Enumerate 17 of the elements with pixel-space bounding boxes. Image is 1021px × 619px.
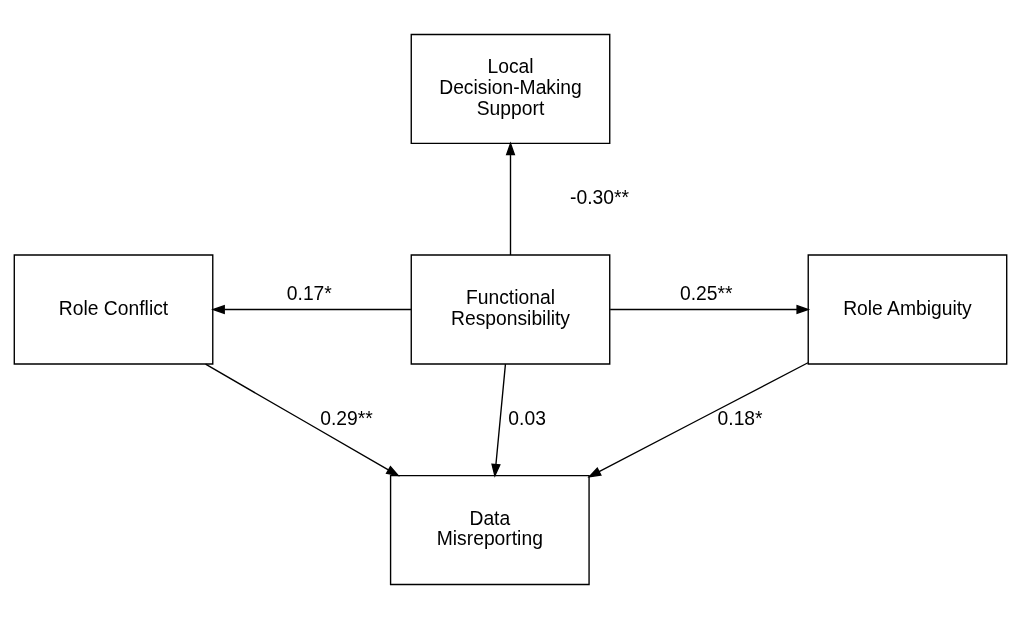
node-box: Role Ambiguity <box>807 254 1008 365</box>
node-box: Local Decision-Making Support <box>410 33 611 145</box>
edge-label: 0.18* <box>717 407 763 429</box>
edge-label: 0.25** <box>680 283 733 305</box>
arrow <box>204 363 400 477</box>
arrow <box>211 304 412 315</box>
edge-label: 0.29** <box>320 407 373 429</box>
edge-label: -0.30** <box>569 187 629 209</box>
edge-label: 0.03 <box>508 407 546 429</box>
arrow <box>587 362 809 478</box>
node-box: Role Conflict <box>13 254 214 365</box>
node-box: Data Misreporting <box>389 474 590 586</box>
arrow <box>505 141 516 256</box>
arrow <box>491 363 507 478</box>
edge-label: 0.17* <box>286 283 332 305</box>
node-box: Functional Responsibility <box>410 254 611 365</box>
arrow <box>609 304 811 315</box>
